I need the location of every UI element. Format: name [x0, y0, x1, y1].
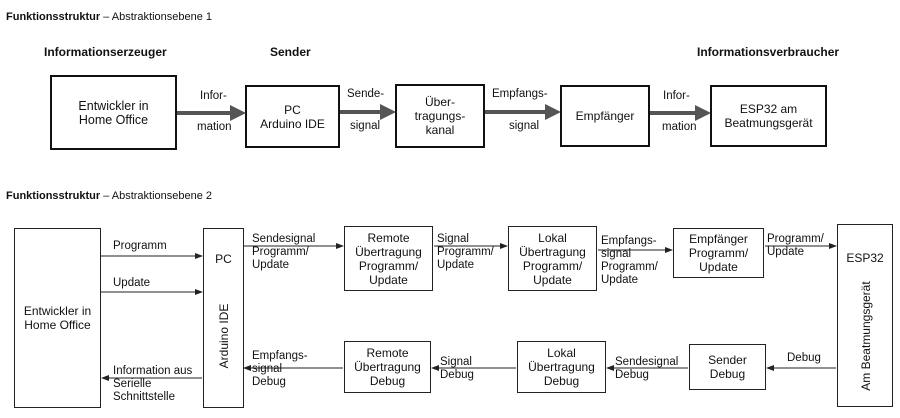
l2-pc-vertical-label: Arduino IDE — [217, 303, 231, 369]
l1-info2-top: Infor- — [663, 90, 690, 102]
l2-sender-debug-box: Sender Debug — [689, 344, 766, 390]
l2-label-update: Update — [113, 277, 151, 289]
l2-esp-box: ESP32 Am Beatmungsgerät — [837, 224, 893, 407]
l2-label-sendesignal-debug: Sendesignal Debug — [615, 356, 679, 381]
l2-remote-debug-box: Remote Übertragung Debug — [344, 341, 431, 393]
l1-recv-top: Empfangs- — [492, 88, 548, 100]
l1-channel-box: Über- tragungs- kanal — [395, 84, 485, 148]
l2-pc-box: PC Arduino IDE — [203, 228, 244, 408]
l1-send-bottom: signal — [350, 120, 381, 132]
l2-esp-vertical-label: Am Beatmungsgerät — [859, 281, 873, 391]
l2-label-programm: Programm — [113, 240, 167, 252]
l2-label-information-aus: Information aus Serielle Schnittstelle — [113, 365, 193, 403]
l2-developer-box: Entwickler in Home Office — [14, 228, 101, 408]
l2-label-sendesignal-update: Sendesignal Programm/ Update — [252, 233, 316, 271]
l1-info1-top: Infor- — [200, 90, 227, 102]
l1-receiver-box: Empfänger — [560, 85, 650, 147]
l2-remote-update-box: Remote Übertragung Programm/ Update — [344, 226, 433, 291]
l1-recv-bottom: signal — [509, 120, 540, 132]
l2-label-programm-update: Programm/ Update — [767, 233, 824, 258]
l2-local-debug-box: Lokal Übertragung Debug — [517, 341, 606, 393]
header-sender: Sender — [270, 45, 311, 59]
l2-esp-label: ESP32 — [846, 251, 884, 265]
level1-title: Funktionsstruktur – Abstraktionsebene 1 — [6, 11, 213, 23]
l2-label-empfangs-update: Empfangs- signal Programm/ Update — [601, 235, 658, 286]
l1-esp-box: ESP32 am Beatmungsgerät — [710, 85, 827, 147]
l2-label-signal-update: Signal Programm/ Update — [437, 233, 494, 271]
l1-developer-box: Entwickler in Home Office — [50, 75, 177, 150]
level1-arrows — [177, 104, 711, 121]
l1-info1-bottom: mation — [197, 121, 232, 133]
l2-label-signal-debug: Signal Debug — [440, 356, 474, 381]
l1-send-top: Sende- — [347, 88, 385, 100]
l2-local-update-box: Lokal Übertragung Programm/ Update — [508, 226, 597, 291]
header-consumer: Informationsverbraucher — [697, 45, 840, 59]
l1-info2-bottom: mation — [662, 121, 697, 133]
l2-receiver-box: Empfänger Programm/ Update — [673, 228, 764, 278]
l2-label-empfangs-debug: Empfangs- signal Debug — [252, 350, 308, 388]
header-producer: Informationserzeuger — [44, 45, 167, 59]
level2-title: Funktionsstruktur – Abstraktionsebene 2 — [6, 190, 213, 202]
level2-arrows — [100, 243, 837, 381]
l1-pc-box: PC Arduino IDE — [245, 85, 340, 148]
l2-label-debug: Debug — [787, 352, 821, 364]
l2-pc-label: PC — [215, 252, 232, 266]
